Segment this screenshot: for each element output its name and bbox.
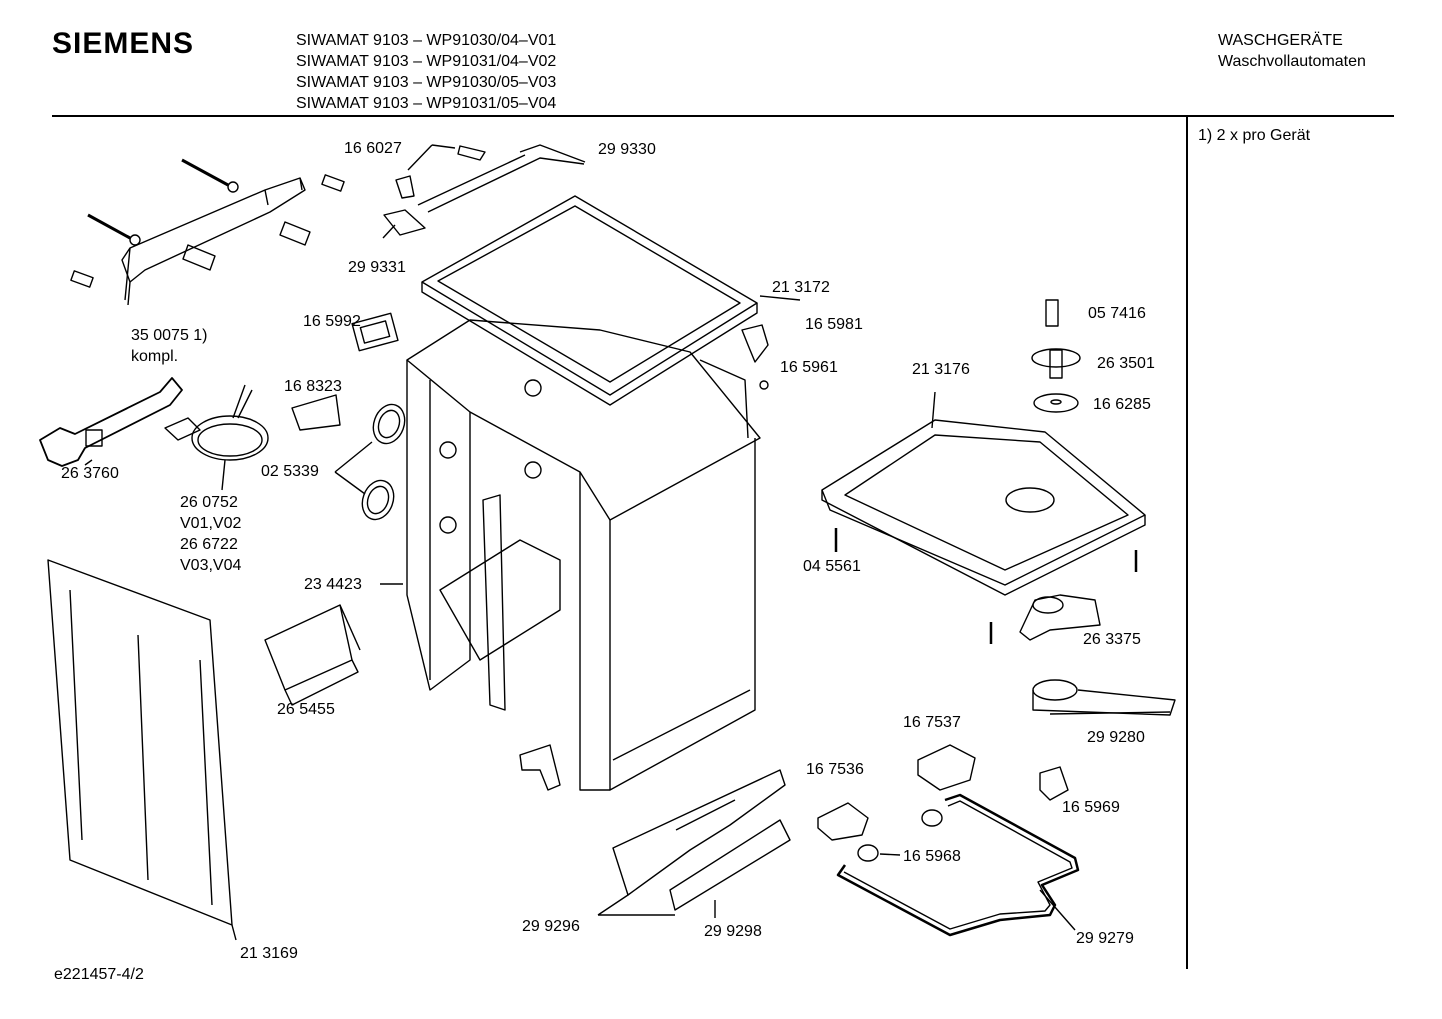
part-label: 21 3176 [912, 361, 970, 378]
part-label: 26 3760 [61, 465, 119, 482]
part-label: V03,V04 [180, 557, 242, 574]
foot-parts-drawing [1031, 299, 1081, 413]
cabinet-drawing [380, 319, 761, 791]
part-label: 29 9298 [704, 923, 762, 940]
part-label: 16 6285 [1093, 396, 1151, 413]
part-label: 29 9279 [1076, 930, 1134, 947]
part-label: V01,V02 [180, 515, 242, 532]
part-label: 23 4423 [304, 576, 362, 593]
footnote: 1) 2 x pro Gerät [1198, 127, 1311, 144]
part-label: 02 5339 [261, 463, 319, 480]
part-label: 29 9280 [1087, 729, 1145, 746]
model-line: SIWAMAT 9103 – WP91031/05–V04 [296, 95, 557, 112]
part-label: 26 5455 [277, 701, 335, 718]
part-label: 26 6722 [180, 536, 238, 553]
brand-logo: SIEMENS [52, 27, 195, 60]
model-line: SIWAMAT 9103 – WP91030/05–V03 [296, 74, 557, 91]
part-label: 16 5968 [903, 848, 961, 865]
category-title: WASCHGERÄTE [1218, 32, 1343, 49]
solenoid-valve-drawing [264, 604, 361, 706]
base-frame-drawing [821, 391, 1146, 644]
part-label: 16 5969 [1062, 799, 1120, 816]
category: WASCHGERÄTE Waschvollautomaten [1218, 30, 1366, 72]
part-label: 16 5992 [303, 313, 361, 330]
category-subtitle: Waschvollautomaten [1218, 53, 1366, 70]
part-label: 26 0752 [180, 494, 238, 511]
drain-hose-drawing [836, 793, 1080, 937]
part-label: 26 3501 [1097, 355, 1155, 372]
notes-divider [1186, 117, 1188, 969]
worktop-drawing [421, 195, 801, 406]
model-list: SIWAMAT 9103 – WP91030/04–V01 SIWAMAT 91… [296, 30, 556, 114]
part-label: 29 9330 [598, 141, 656, 158]
transport-bracket-drawing [70, 158, 345, 306]
pump-mount-drawing [1019, 594, 1176, 716]
part-label: kompl. [131, 348, 179, 365]
rear-panel-drawing [47, 559, 237, 941]
part-label: 35 0075 1) [131, 327, 208, 344]
part-label: 05 7416 [1088, 305, 1146, 322]
part-label: 04 5561 [803, 558, 861, 575]
part-label: 26 3375 [1083, 631, 1141, 648]
wrench-and-mains-cable-drawing [39, 377, 269, 491]
part-label: 21 3172 [772, 279, 830, 296]
part-label: 16 7536 [806, 761, 864, 778]
model-line: SIWAMAT 9103 – WP91031/04–V02 [296, 53, 557, 70]
switch-parts-drawing [817, 744, 1069, 862]
part-label: 16 5961 [780, 359, 838, 376]
part-label: 16 6027 [344, 140, 402, 157]
header-divider [52, 115, 1394, 117]
part-label: 16 8323 [284, 378, 342, 395]
part-label: 16 5981 [805, 316, 863, 333]
hose-clip-drawing [382, 144, 586, 239]
control-fascia-drawing [597, 769, 791, 918]
mounting-plate-drawing [519, 744, 561, 791]
part-label: 21 3169 [240, 945, 298, 962]
model-line: SIWAMAT 9103 – WP91030/04–V01 [296, 32, 557, 49]
part-label: 29 9296 [522, 918, 580, 935]
part-label: 29 9331 [348, 259, 406, 276]
document-id: e221457-4/2 [54, 966, 144, 983]
part-label: 16 7537 [903, 714, 961, 731]
small-parts-drawing [291, 312, 769, 521]
